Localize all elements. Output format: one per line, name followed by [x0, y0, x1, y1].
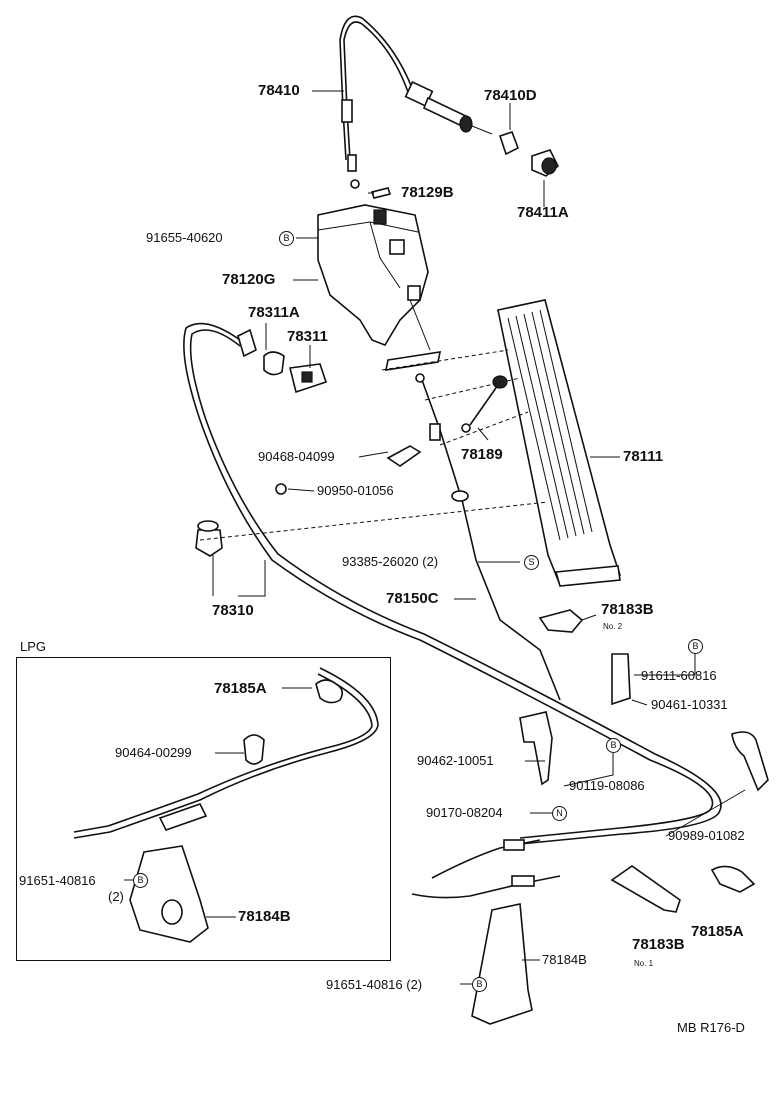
rod-78189	[469, 384, 499, 426]
label-90468-04099[interactable]: 90468-04099	[258, 449, 335, 464]
lpg-label: LPG	[20, 639, 47, 654]
marker-S: S	[524, 555, 539, 570]
label-91655-40620[interactable]: 91655-40620	[146, 230, 223, 245]
label-78185A-lpg[interactable]: 78185A	[214, 680, 267, 697]
clamp-78185A	[710, 865, 756, 893]
marker-B-90119: B	[606, 738, 621, 753]
cable-rod	[471, 125, 493, 135]
bracket-78184B-bottom	[471, 903, 533, 1025]
label-78184B-lpg[interactable]: 78184B	[238, 908, 291, 925]
cable-lower-2	[411, 875, 561, 899]
label-qty-2: (2)	[108, 889, 124, 904]
nut-90950	[275, 483, 287, 495]
marker-B: B	[279, 231, 294, 246]
label-90989-01082[interactable]: 90989-01082	[668, 828, 745, 843]
bracket-90461	[611, 653, 631, 706]
cable-nut	[459, 115, 473, 133]
clip-ball	[350, 179, 360, 189]
label-78111[interactable]: 78111	[623, 448, 664, 465]
cable-lower-1	[431, 839, 541, 879]
stopper-78311A-body	[237, 328, 257, 358]
label-78150C[interactable]: 78150C	[386, 590, 439, 607]
label-no2: No. 2	[603, 622, 623, 631]
label-90464-00299[interactable]: 90464-00299	[115, 745, 192, 760]
bracket-78120G	[317, 204, 429, 346]
cable-78410	[339, 15, 413, 161]
clip-90468	[386, 445, 422, 467]
label-91611-60816[interactable]: 91611-60816	[641, 668, 717, 683]
label-78311[interactable]: 78311	[287, 328, 328, 345]
label-90461-10331[interactable]: 90461-10331	[651, 697, 728, 712]
grommet-78310	[195, 529, 223, 557]
label-78410D[interactable]: 78410D	[484, 87, 537, 104]
pedal-lever-shaft	[384, 351, 442, 371]
label-90119-08086[interactable]: 90119-08086	[569, 778, 645, 793]
washer-78410D	[498, 130, 520, 156]
cable-end-fitting	[341, 99, 353, 123]
label-90462-10051[interactable]: 90462-10051	[417, 753, 494, 768]
ring-78311A	[263, 351, 285, 376]
clamp-90462	[519, 711, 553, 786]
label-no1: No. 1	[634, 959, 654, 968]
cable-clevis	[347, 154, 357, 172]
lpg-cable	[73, 667, 379, 839]
label-78311A[interactable]: 78311A	[248, 304, 300, 321]
label-78183B-no2[interactable]: 78183B	[601, 601, 654, 618]
clamp-78183B-no1	[610, 865, 681, 913]
label-78184B-bottom[interactable]: 78184B	[542, 952, 587, 967]
marker-B-91611: B	[688, 639, 703, 654]
label-90950-01056[interactable]: 90950-01056	[317, 483, 394, 498]
pedal-78111	[497, 299, 622, 586]
clamp-78183B-no2	[538, 609, 584, 633]
marker-N: N	[552, 806, 567, 821]
label-78189[interactable]: 78189	[461, 446, 503, 463]
marker-B-bottom: B	[472, 977, 487, 992]
cable-78310	[183, 322, 714, 839]
label-78120G[interactable]: 78120G	[222, 271, 276, 288]
pin-78129B	[370, 187, 392, 199]
label-78410[interactable]: 78410	[258, 82, 300, 99]
diagram-code: MB R176-D	[677, 1020, 745, 1035]
lpg-spring-90464	[243, 734, 265, 765]
marker-B-lpg: B	[133, 873, 148, 888]
label-78185A-bottom[interactable]: 78185A	[691, 923, 744, 940]
lpg-inset-box	[16, 657, 391, 961]
bracket-90989	[731, 731, 769, 792]
label-91651-40816-bottom[interactable]: 91651-40816 (2)	[326, 977, 423, 992]
label-78310[interactable]: 78310	[212, 602, 254, 619]
label-78129B[interactable]: 78129B	[401, 184, 454, 201]
label-90170-08204[interactable]: 90170-08204	[426, 805, 503, 820]
label-91651-40816-lpg[interactable]: 91651-40816	[19, 873, 96, 888]
lpg-clamp-78185A	[315, 679, 344, 704]
cable-78410-outline	[343, 21, 409, 161]
label-78183B-no1[interactable]: 78183B	[632, 936, 685, 953]
label-93385-26020[interactable]: 93385-26020 (2)	[342, 554, 439, 569]
lpg-bracket-78184B	[129, 845, 209, 943]
label-78411A[interactable]: 78411A	[517, 204, 569, 221]
